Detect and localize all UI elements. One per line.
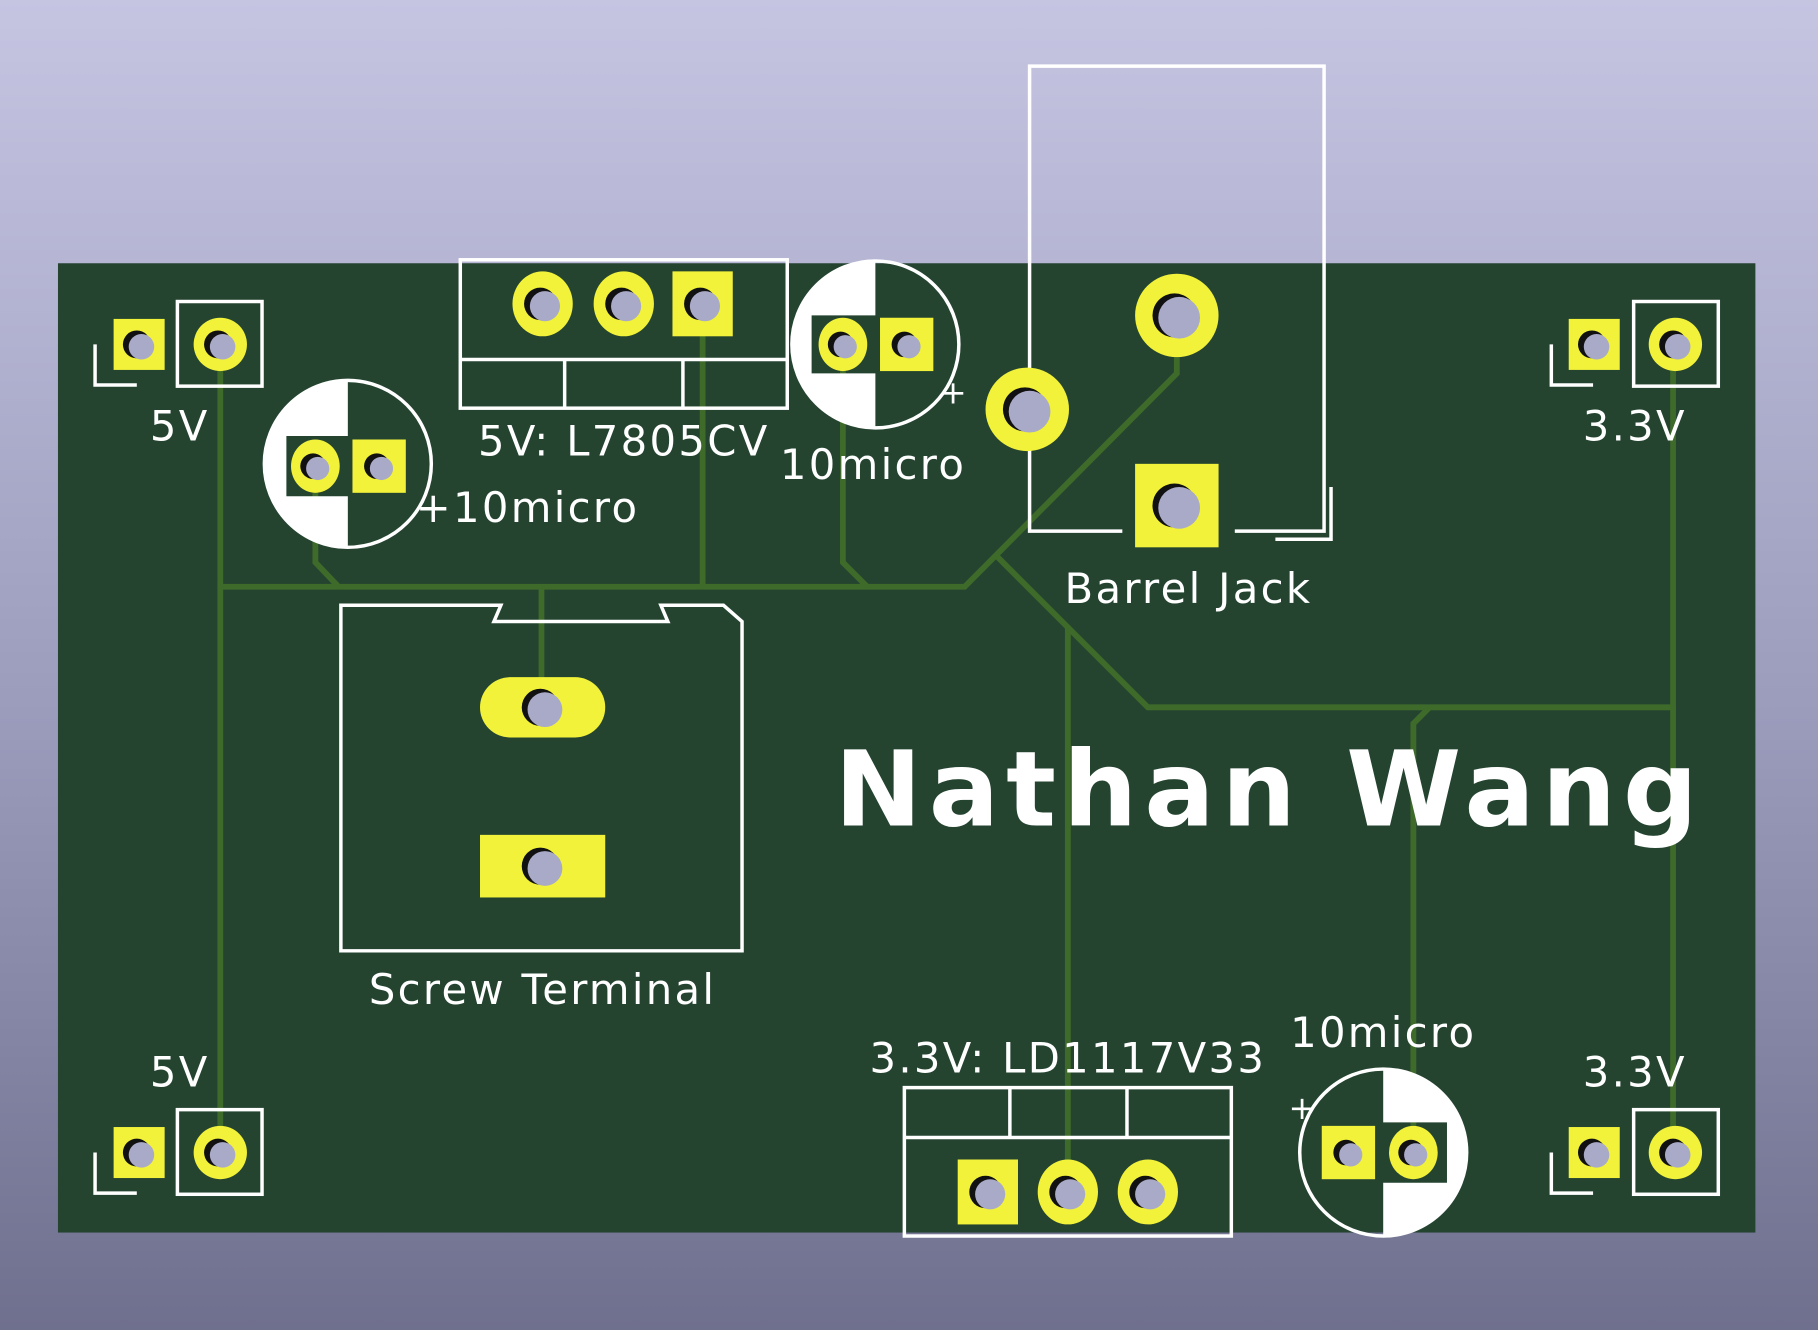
drill-hole: [529, 291, 561, 322]
round-pad: [593, 271, 654, 337]
drill-hole: [1583, 333, 1610, 360]
round-pad: [1117, 1159, 1178, 1225]
round-pad: [985, 367, 1070, 452]
label-cap3-plus: +: [1288, 1089, 1318, 1127]
round-pad: [1037, 1159, 1098, 1225]
round-pad: [1648, 317, 1703, 372]
labels: 5V 5V 3.3V 3.3V 5V: L7805CV 3.3V: LD1117…: [150, 374, 1705, 1127]
round-pad: [512, 271, 573, 337]
drill-hole: [1404, 1143, 1428, 1167]
drill-hole: [833, 335, 857, 359]
drill-hole: [1158, 296, 1201, 339]
square-pad: [480, 834, 606, 898]
drill-hole: [1055, 1179, 1086, 1210]
square-pad: [1568, 1127, 1620, 1179]
round-pad: [291, 439, 340, 493]
drill-hole: [209, 1142, 236, 1168]
round-pad: [1389, 1125, 1438, 1180]
board-title: Nathan Wang: [835, 729, 1705, 851]
drill-hole: [689, 291, 721, 322]
label-3v3-top: 3.3V: [1583, 402, 1687, 451]
round-pad: [193, 317, 247, 372]
label-cap2: 10micro: [780, 440, 966, 489]
drill-hole: [611, 291, 642, 322]
drill-hole: [527, 692, 563, 728]
traces: [217, 300, 1676, 1195]
drill-hole: [1664, 333, 1691, 360]
square-pad: [1321, 1125, 1376, 1180]
label-ld1117: 3.3V: LD1117V33: [869, 1034, 1266, 1083]
round-pad: [193, 1125, 247, 1180]
drill-hole: [1664, 1142, 1691, 1168]
square-pad: [113, 1127, 165, 1179]
label-5v-top: 5V: [150, 402, 210, 451]
drill-hole: [1583, 1142, 1610, 1168]
drill-hole: [306, 456, 330, 481]
label-barrel-jack: Barrel Jack: [1065, 564, 1313, 613]
square-pad: [672, 271, 733, 337]
square-pad: [1135, 463, 1219, 548]
square-pad: [352, 439, 406, 493]
drill-hole: [1135, 1179, 1166, 1210]
label-cap1: +10micro: [416, 483, 640, 532]
drill-hole: [897, 335, 921, 359]
label-cap3: 10micro: [1290, 1008, 1476, 1057]
drill-hole: [527, 851, 563, 886]
drill-hole: [128, 333, 155, 360]
drill-hole: [975, 1179, 1006, 1210]
square-pad: [113, 318, 165, 370]
label-l7805: 5V: L7805CV: [478, 417, 770, 466]
pads: [113, 271, 1703, 1225]
silkscreen: [93, 64, 1721, 1238]
drill-hole: [1008, 390, 1051, 433]
drill-hole: [1339, 1143, 1363, 1167]
label-3v3-bottom: 3.3V: [1583, 1047, 1687, 1096]
label-cap2-plus: +: [939, 374, 969, 412]
square-pad: [880, 317, 934, 372]
label-screw-terminal: Screw Terminal: [369, 965, 716, 1014]
square-pad: [1568, 318, 1620, 370]
drill-hole: [1158, 487, 1201, 529]
label-5v-bottom: 5V: [150, 1047, 210, 1096]
round-pad: [480, 677, 606, 738]
drill-hole: [128, 1142, 155, 1168]
drill-hole: [209, 333, 236, 360]
round-pad: [818, 317, 868, 372]
round-pad: [1648, 1125, 1703, 1180]
round-pad: [1135, 273, 1219, 358]
drill-hole: [369, 456, 394, 481]
square-pad: [957, 1159, 1018, 1225]
